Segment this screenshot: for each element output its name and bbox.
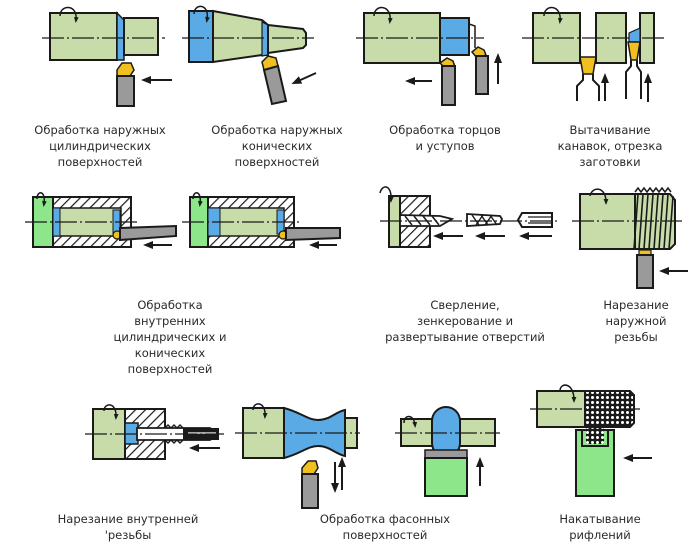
caption-knurling: Накатывание рифлений bbox=[559, 511, 640, 543]
diagram-external-threading bbox=[572, 186, 688, 289]
diagram-facing-shoulders bbox=[356, 6, 502, 106]
diagram-form-tool bbox=[395, 406, 500, 497]
caption-line: Накатывание bbox=[559, 512, 641, 526]
feed-arrow-icon bbox=[291, 72, 317, 85]
caption-external-conical: Обработка наружных конических поверхност… bbox=[211, 122, 342, 170]
caption-external-cylindrical: Обработка наружных цилиндрических поверх… bbox=[34, 122, 165, 170]
tool-tip bbox=[116, 62, 135, 77]
caption-line: Обработка bbox=[137, 298, 203, 312]
caption-internal-surfaces: Обработка внутренних цилиндрических и ко… bbox=[114, 297, 227, 377]
caption-drilling-reaming: Сверление, зенкерование и развертывание … bbox=[385, 297, 545, 345]
caption-facing-shoulders: Обработка торцов и уступов bbox=[389, 122, 501, 154]
caption-line: цилиндрических bbox=[49, 139, 151, 153]
caption-line: поверхностей bbox=[234, 155, 320, 169]
diagram-shaped-surfaces bbox=[235, 403, 360, 509]
caption-line: Обработка наружных bbox=[34, 123, 166, 137]
caption-shaped-surfaces: Обработка фасонных поверхностей bbox=[320, 511, 450, 543]
diagram-external-conical bbox=[182, 5, 317, 106]
caption-line: Сверление, bbox=[430, 298, 500, 312]
caption-line: конических bbox=[241, 139, 313, 153]
caption-line: поверхностей bbox=[127, 362, 213, 376]
caption-line: Нарезание внутренней bbox=[57, 512, 199, 526]
caption-line: Обработка торцов bbox=[389, 123, 501, 137]
caption-line: развертывание отверстий bbox=[385, 330, 545, 344]
diagram-internal-threading bbox=[85, 404, 224, 460]
caption-line: поверхностей bbox=[57, 155, 143, 169]
diagram-knurling bbox=[530, 384, 652, 497]
diagram-external-cylindrical bbox=[42, 6, 172, 107]
diagram-drilling-reaming bbox=[379, 186, 560, 248]
caption-line: зенкерование и bbox=[416, 314, 514, 328]
caption-line: наружной bbox=[605, 314, 667, 328]
diagram-internal-surfaces bbox=[25, 192, 341, 249]
caption-line: цилиндрических и bbox=[113, 330, 227, 344]
caption-internal-threading: Нарезание внутренней 'резьбы bbox=[58, 511, 199, 543]
rotation-arrow-icon bbox=[543, 6, 563, 24]
caption-line: Обработка фасонных bbox=[319, 512, 451, 526]
rotation-arrow-icon bbox=[193, 5, 210, 23]
caption-line: канавок, отрезка bbox=[557, 139, 663, 153]
caption-line: Вытачивание bbox=[569, 123, 651, 137]
caption-line: рифлений bbox=[569, 528, 631, 542]
cutting-tool bbox=[116, 75, 135, 107]
rotation-arrow-icon bbox=[59, 6, 79, 23]
caption-line: 'резьбы bbox=[104, 528, 152, 542]
caption-grooving-parting: Вытачивание канавок, отрезка заготовки bbox=[558, 122, 663, 170]
caption-line: заготовки bbox=[579, 155, 641, 169]
diagram-grooving-parting bbox=[522, 6, 664, 102]
caption-external-threading: Нарезание наружной резьбы bbox=[603, 297, 668, 345]
caption-line: конических bbox=[134, 346, 206, 360]
caption-line: резьбы bbox=[614, 330, 658, 344]
caption-line: внутренних bbox=[134, 314, 206, 328]
caption-line: и уступов bbox=[415, 139, 475, 153]
caption-line: Обработка наружных bbox=[211, 123, 343, 137]
rotation-arrow-icon bbox=[373, 6, 393, 24]
caption-line: Нарезание bbox=[603, 298, 669, 312]
caption-line: поверхностей bbox=[342, 528, 428, 542]
